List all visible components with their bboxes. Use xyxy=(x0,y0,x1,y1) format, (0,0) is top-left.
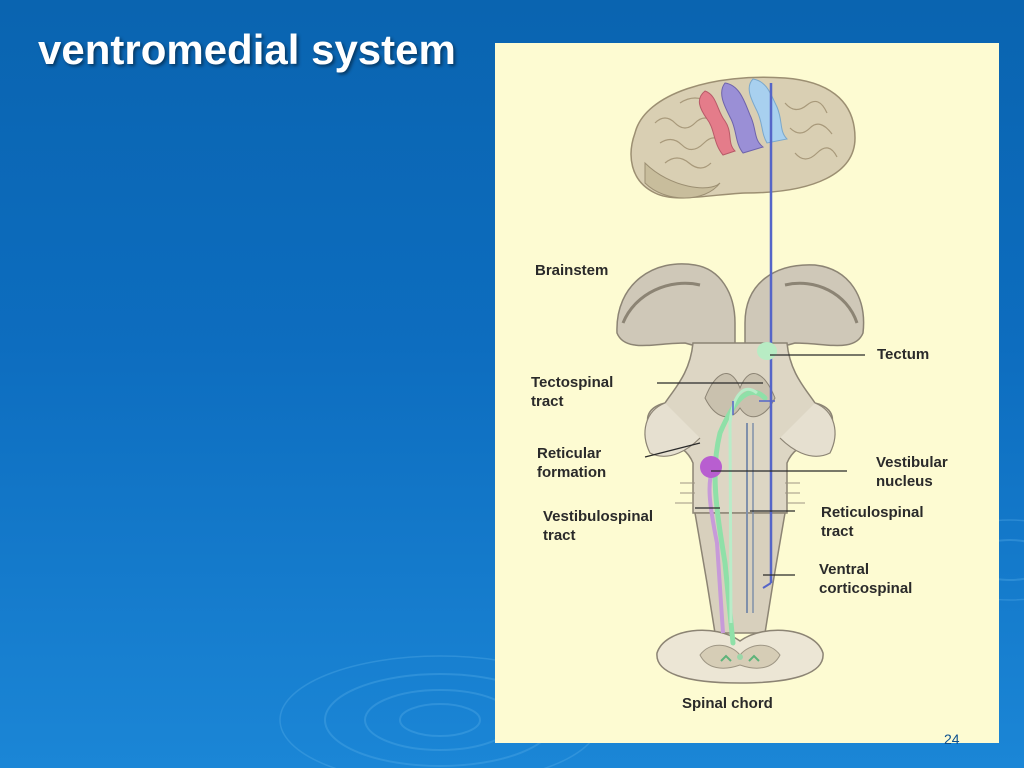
ventromedial-figure: Brainstem Tectum Tectospinal tract Retic… xyxy=(495,43,999,743)
label-reticulospinal-tract: Reticulospinal tract xyxy=(821,504,924,540)
label-vestibulospinal-tract: Vestibulospinal tract xyxy=(543,508,654,544)
slide-title: ventromedial system xyxy=(38,26,456,73)
label-leader-lines xyxy=(644,354,865,576)
slide-page-number: 24 xyxy=(944,731,960,747)
label-tectospinal-tract: Tectospinal tract xyxy=(531,374,614,410)
spinal-cord-section xyxy=(656,629,824,684)
descending-tracts xyxy=(700,83,777,646)
label-ventral-corticospinal: Ventral corticospinal xyxy=(819,561,913,597)
label-reticular-formation: Reticular formation xyxy=(537,445,607,481)
label-brainstem: Brainstem xyxy=(535,262,609,279)
ventromedial-diagram xyxy=(616,76,865,684)
label-vestibular-nucleus: Vestibular nucleus xyxy=(876,454,948,490)
label-spinal-chord: Spinal chord xyxy=(682,695,773,712)
label-tectum: Tectum xyxy=(877,346,930,363)
brain-illustration xyxy=(630,76,856,199)
